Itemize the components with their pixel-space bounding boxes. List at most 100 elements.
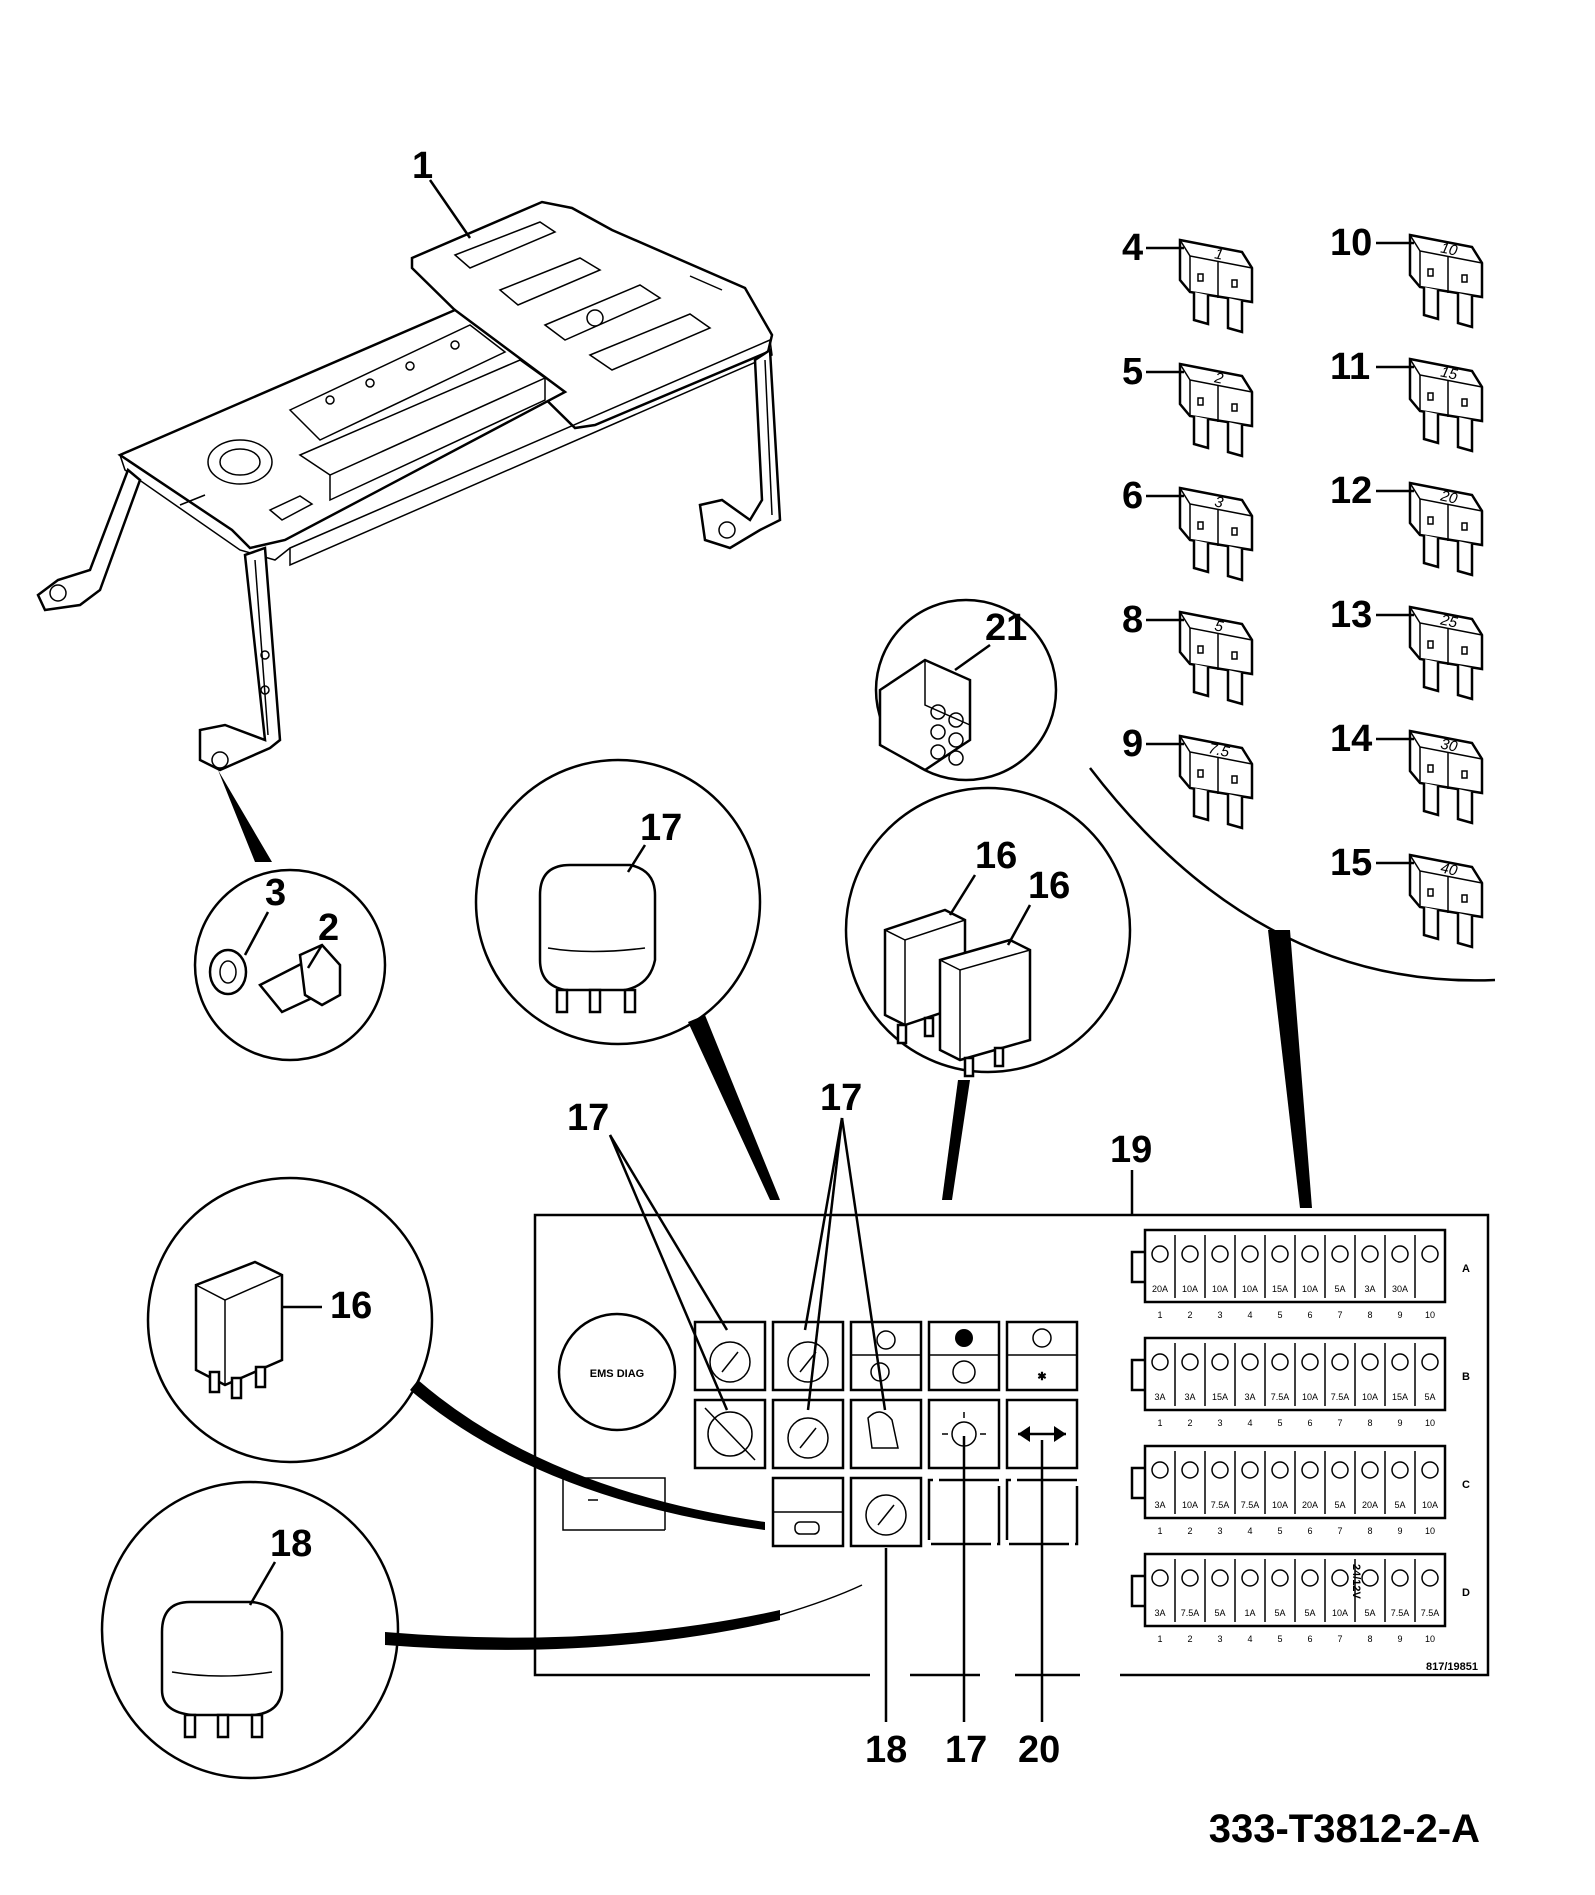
fuse-rating: 15A bbox=[1212, 1392, 1228, 1402]
fuse-callout: 6 bbox=[1122, 475, 1143, 517]
fuse-column-number: 2 bbox=[1187, 1310, 1192, 1320]
fuse-rating-label: 2 bbox=[1212, 369, 1225, 388]
fuse-rating: 5A bbox=[1424, 1392, 1435, 1402]
fuse-rating-label: 25 bbox=[1438, 611, 1459, 631]
fuse-rating: 3A bbox=[1154, 1392, 1165, 1402]
ems-diag-socket bbox=[557, 1312, 677, 1432]
fuse-column-number: 9 bbox=[1397, 1634, 1402, 1644]
fuse-column-number: 4 bbox=[1247, 1418, 1252, 1428]
fuse-column-number: 4 bbox=[1247, 1310, 1252, 1320]
fuse-rating: 5A bbox=[1394, 1500, 1405, 1510]
fuse-column-number: 9 bbox=[1397, 1526, 1402, 1536]
drawing-number: 333-T3812-2-A bbox=[1209, 1807, 1480, 1851]
fuse-rating: 20A bbox=[1302, 1500, 1318, 1510]
fuse-rating: 10A bbox=[1332, 1608, 1348, 1618]
fuse-column-number: 4 bbox=[1247, 1634, 1252, 1644]
callout-bracket: 1 bbox=[412, 145, 433, 187]
fuse-rating: 5A bbox=[1364, 1608, 1375, 1618]
fuse-column-number: 7 bbox=[1337, 1310, 1342, 1320]
fuse-rating: 10A bbox=[1272, 1500, 1288, 1510]
fuse-rating: 3A bbox=[1154, 1608, 1165, 1618]
fuse-column-number: 1 bbox=[1157, 1418, 1162, 1428]
fuse-row-letter: C bbox=[1462, 1479, 1470, 1491]
fuse-rating: 1A bbox=[1244, 1608, 1255, 1618]
fuse-rating: 5A bbox=[1334, 1500, 1345, 1510]
fuse-rating: 7.5A bbox=[1331, 1392, 1350, 1402]
blade-fuse: 14 bbox=[1122, 227, 1254, 334]
svg-text:✱: ✱ bbox=[1037, 1371, 1046, 1383]
callout-relay-17-b: 17 bbox=[820, 1077, 862, 1119]
fuse-column-number: 8 bbox=[1367, 1526, 1372, 1536]
fuse-callout: 14 bbox=[1330, 718, 1372, 760]
fuse-column-number: 1 bbox=[1157, 1526, 1162, 1536]
fuse-column-number: 2 bbox=[1187, 1634, 1192, 1644]
fuse-column-number: 3 bbox=[1217, 1634, 1222, 1644]
fuse-column-number: 5 bbox=[1277, 1310, 1282, 1320]
fuse-rating: 10A bbox=[1182, 1284, 1198, 1294]
leader-relay-18 bbox=[385, 1610, 780, 1650]
fuse-row-letter: B bbox=[1462, 1371, 1470, 1383]
fuse-column-number: 7 bbox=[1337, 1418, 1342, 1428]
fuse-relay-panel bbox=[533, 1213, 1490, 1690]
callout-relay-18-bottom: 18 bbox=[865, 1729, 907, 1771]
fuse-column-number: 4 bbox=[1247, 1526, 1252, 1536]
fuse-row-letter: A bbox=[1462, 1263, 1470, 1275]
callout-connector: 21 bbox=[985, 607, 1027, 649]
fuse-rating: 5A bbox=[1304, 1608, 1315, 1618]
mounting-bracket bbox=[36, 200, 782, 772]
fuse-rating: 10A bbox=[1422, 1500, 1438, 1510]
blade-fuse: 36 bbox=[1122, 475, 1254, 582]
callout-bolt: 2 bbox=[318, 907, 339, 949]
relay-16-left bbox=[194, 1260, 284, 1400]
callout-relay-17-top: 17 bbox=[640, 807, 682, 849]
fuse-column-number: 2 bbox=[1187, 1526, 1192, 1536]
fuse-rating-label: 30 bbox=[1439, 736, 1459, 756]
fuse-column-number: 8 bbox=[1367, 1418, 1372, 1428]
fuse-row-letter: D bbox=[1462, 1587, 1470, 1599]
fuse-column-number: 9 bbox=[1397, 1310, 1402, 1320]
fuse-column-number: 8 bbox=[1367, 1634, 1372, 1644]
fuse-column-number: 8 bbox=[1367, 1310, 1372, 1320]
callout-panel: 19 bbox=[1110, 1129, 1152, 1171]
fuse-panel-ref: 817/19851 bbox=[1426, 1661, 1478, 1673]
fuse-rating: 7.5A bbox=[1211, 1500, 1230, 1510]
leader-to-bolt-circle bbox=[218, 770, 272, 862]
fuse-callout: 12 bbox=[1330, 470, 1372, 512]
fuse-column-number: 1 bbox=[1157, 1310, 1162, 1320]
diag-connector bbox=[878, 658, 972, 772]
fuse-rating-label: 15 bbox=[1439, 364, 1459, 384]
blade-fuse: 58 bbox=[1122, 599, 1254, 706]
fuse-row: 3A110A27.5A37.5A410A520A65A720A85A910A10… bbox=[1130, 1444, 1470, 1536]
fuse-rating: 5A bbox=[1214, 1608, 1225, 1618]
fuse-rating: 10A bbox=[1212, 1284, 1228, 1294]
leader-relay-17-top bbox=[688, 1015, 780, 1200]
fuse-column-number: 3 bbox=[1217, 1310, 1222, 1320]
relay-17 bbox=[538, 863, 657, 1014]
fuse-rating: 7.5A bbox=[1421, 1608, 1440, 1618]
callout-washer: 3 bbox=[265, 872, 286, 914]
fuse-callout: 9 bbox=[1122, 723, 1143, 765]
fuse-rating: 20A bbox=[1362, 1500, 1378, 1510]
callout-relay-17-a: 17 bbox=[567, 1097, 609, 1139]
fuse-column-number: 5 bbox=[1277, 1526, 1282, 1536]
fuse-column-number: 3 bbox=[1217, 1418, 1222, 1428]
fuse-callout: 5 bbox=[1122, 351, 1143, 393]
fuse-callout: 8 bbox=[1122, 599, 1143, 641]
fuse-column-number: 9 bbox=[1397, 1418, 1402, 1428]
fuse-column-number: 10 bbox=[1425, 1526, 1435, 1536]
fuse-rating-label: 20 bbox=[1438, 487, 1459, 507]
bolt-detail-circle bbox=[193, 868, 387, 1062]
fuse-rating: 10A bbox=[1182, 1500, 1198, 1510]
leader-bracket bbox=[428, 179, 472, 239]
fuse-column-number: 6 bbox=[1307, 1418, 1312, 1428]
fuse-rating: 7.5A bbox=[1271, 1392, 1290, 1402]
leader-fuses-to-panel bbox=[1268, 930, 1312, 1208]
fuse-rating: 10A bbox=[1302, 1284, 1318, 1294]
